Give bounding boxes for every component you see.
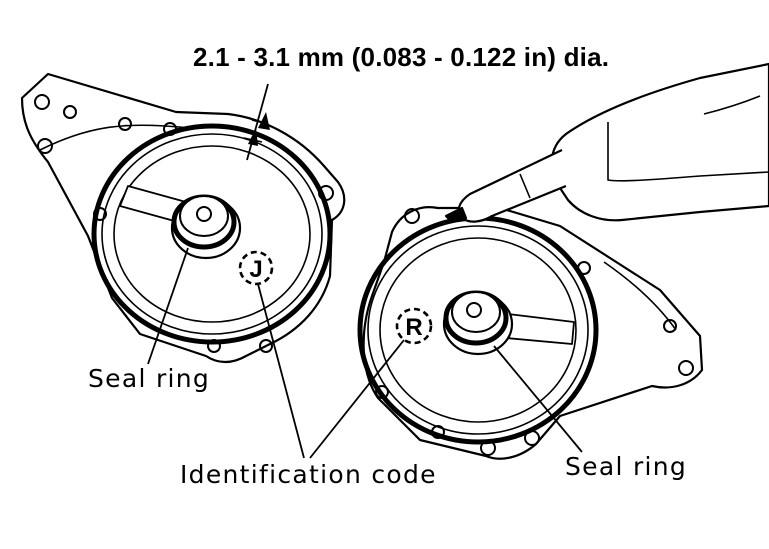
dimension-arrow-head-lower bbox=[248, 128, 258, 146]
right-inner-recess bbox=[379, 237, 577, 423]
tube-body bbox=[550, 62, 769, 222]
left-flange-hole bbox=[259, 339, 273, 353]
sealant-tube bbox=[444, 62, 769, 224]
right-flange-hole bbox=[678, 360, 694, 376]
dimension-arrow-head-upper bbox=[258, 112, 270, 130]
left-liquid-gasket-bead bbox=[91, 123, 333, 345]
tube-nozzle-ridge bbox=[519, 173, 531, 199]
left-inner-recess bbox=[113, 145, 311, 323]
left-shaft-boss-top bbox=[179, 195, 229, 237]
left-shaft-hole bbox=[196, 206, 212, 222]
left-flange-hole bbox=[63, 105, 77, 119]
seal-ring-left-leader bbox=[147, 247, 189, 365]
right-shaft-hole bbox=[466, 302, 482, 318]
identification-code-label: Identification code bbox=[180, 460, 437, 489]
tube-body-highlight bbox=[607, 122, 769, 182]
seal-ring-right-label: Seal ring bbox=[565, 452, 688, 481]
left-code-letter: J bbox=[249, 256, 262, 283]
right-seal-groove bbox=[367, 225, 589, 435]
right-code-letter: R bbox=[405, 314, 422, 341]
seal-ring-left-label: Seal ring bbox=[88, 364, 211, 393]
left-pump-housing bbox=[20, 72, 346, 364]
left-flange-hole bbox=[118, 117, 132, 131]
identification-code-left-leader bbox=[257, 283, 305, 459]
callout-leaders bbox=[147, 247, 583, 459]
seal-ring-right-leader bbox=[493, 345, 583, 453]
left-seal-groove bbox=[101, 133, 323, 335]
left-flange-hole bbox=[37, 138, 53, 154]
right-pump-housing bbox=[357, 206, 704, 460]
left-identification-code-marker bbox=[238, 250, 274, 286]
left-flange-edge bbox=[39, 124, 191, 151]
bead-diameter-title: 2.1 - 3.1 mm (0.083 - 0.122 in) dia. bbox=[193, 42, 610, 72]
identification-code-right-leader bbox=[309, 339, 405, 459]
tube-cap-ridge bbox=[703, 95, 761, 115]
right-identification-code-marker bbox=[395, 307, 433, 345]
right-flange-hole bbox=[404, 208, 420, 224]
right-shaft-boss-top bbox=[451, 291, 501, 333]
tube-nozzle-tip bbox=[444, 206, 468, 224]
right-flange-edge bbox=[603, 261, 677, 331]
left-flange-hole bbox=[34, 94, 50, 110]
right-flange-hole bbox=[663, 319, 677, 333]
